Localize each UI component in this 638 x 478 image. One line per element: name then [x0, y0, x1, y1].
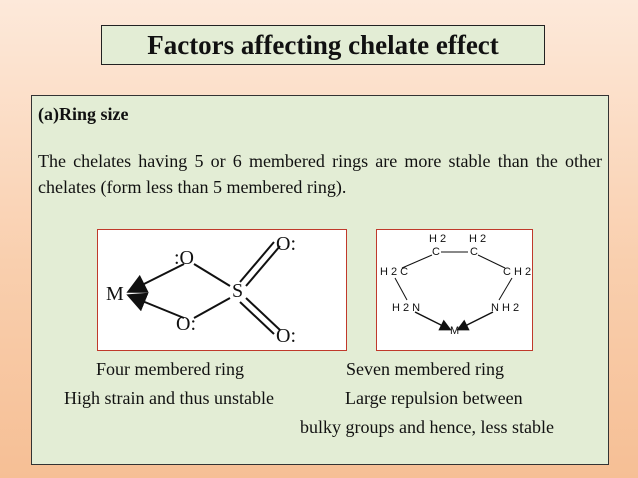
- high-strain-caption: High strain and thus unstable: [64, 388, 274, 408]
- s-o-double-bond-a: [239, 241, 275, 283]
- atom-c-right: C: [470, 246, 478, 258]
- ch2-n-bond-right: [498, 277, 513, 301]
- seven-ring-caption: Seven membered ring: [346, 359, 504, 379]
- seven-membered-ring-figure: H 2 H 2 C C H 2 C C H 2 H 2 N N H 2 M: [376, 229, 533, 351]
- atom-o-bottom-left: O:: [176, 313, 196, 335]
- s-o-double-bond-c: [239, 301, 275, 335]
- ch2-n-bond-left: [394, 277, 408, 301]
- explanation-paragraph: The chelates having 5 or 6 membered ring…: [38, 151, 602, 197]
- c-ch2-bond-right: [477, 254, 506, 269]
- atom-metal: M: [450, 325, 459, 337]
- atom-o-top-right: O:: [276, 233, 296, 255]
- four-membered-ring-figure: O: :O M S O: O:: [97, 229, 347, 351]
- slide-title: Factors affecting chelate effect: [101, 25, 545, 65]
- s-o-double-bond-b: [245, 245, 281, 287]
- four-ring-caption: Four membered ring: [96, 359, 244, 379]
- o-to-m-bond: [126, 263, 185, 293]
- large-repulsion-caption: Large repulsion between: [345, 388, 523, 408]
- atom-ch2-right: C H 2: [503, 266, 531, 278]
- atom-nh2-right: N H 2: [491, 302, 519, 314]
- atom-metal: M: [106, 283, 124, 305]
- atom-o-left: :O: [174, 247, 194, 269]
- atom-h2-right: H 2: [469, 233, 486, 245]
- n-m-bond-left: [414, 311, 452, 331]
- s-o-double-bond-d: [245, 297, 281, 331]
- o-s-bond-upper: [193, 263, 231, 287]
- atom-h2c-left: H 2 C: [380, 266, 408, 278]
- atom-sulfur: S: [232, 280, 243, 302]
- bulky-groups-caption: bulky groups and hence, less stable: [300, 417, 554, 437]
- ring-size-heading: (a)Ring size: [38, 104, 129, 124]
- n-m-bond-right: [456, 311, 494, 331]
- content-panel: (a)Ring size The chelates having 5 or 6 …: [31, 95, 609, 465]
- o-s-bond-lower: [193, 297, 231, 319]
- o-to-m-bond-lower: [126, 292, 185, 319]
- c-ch2-bond-left: [401, 254, 433, 269]
- atom-c-left: C: [432, 246, 440, 258]
- atom-o-bottom-right: O:: [276, 325, 296, 347]
- atom-h2-left: H 2: [429, 233, 446, 245]
- atom-h2n-left: H 2 N: [392, 302, 420, 314]
